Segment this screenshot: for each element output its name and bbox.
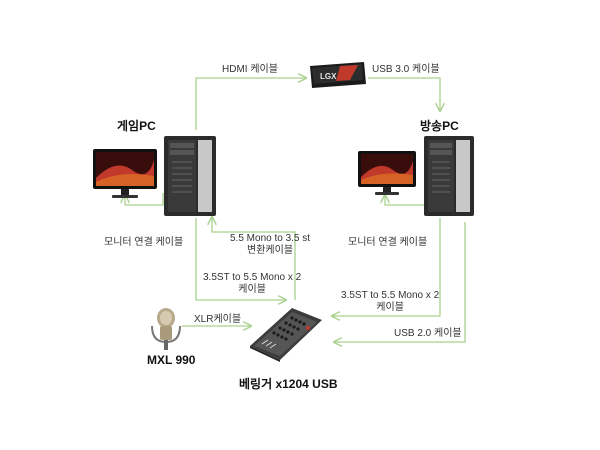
audio-mixer xyxy=(246,306,324,362)
mono-to-st-label: 5.5 Mono to 3.5 st 변환케이블 xyxy=(230,233,310,257)
mono-to-st-line2: 변환케이블 xyxy=(247,245,294,256)
st-to-mono-right-label: 3.5ST to 5.5 Mono x 2 케이블 xyxy=(341,290,439,314)
usb3-cable-label: USB 3.0 케이블 xyxy=(372,64,440,75)
gaming-pc-label: 게임PC xyxy=(117,119,156,133)
gaming-pc-tower xyxy=(164,136,216,216)
mixer-label: 베링거 x1204 USB xyxy=(239,377,338,391)
st-to-mono-left-line xyxy=(195,218,285,300)
gaming-monitor xyxy=(92,148,158,200)
st-to-mono-right-line1: 3.5ST to 5.5 Mono x 2 xyxy=(341,290,440,301)
hdmi-cable-label: HDMI 케이블 xyxy=(222,64,278,75)
st-to-mono-left-line1: 3.5ST to 5.5 Mono x 2 xyxy=(203,272,302,283)
monitor-cable-right-label: 모니터 연결 케이블 xyxy=(348,237,428,248)
capture-logo: LGX xyxy=(320,72,337,81)
hdmi-line xyxy=(195,78,305,130)
mic-label: MXL 990 xyxy=(147,353,196,367)
st-to-mono-left-label: 3.5ST to 5.5 Mono x 2 케이블 xyxy=(203,272,301,296)
monitor-cable-left-label: 모니터 연결 케이블 xyxy=(104,237,184,248)
mono-to-st-line xyxy=(212,218,296,300)
usb2-line xyxy=(335,222,466,342)
usb3-line xyxy=(368,77,440,110)
st-to-mono-right-line xyxy=(333,218,441,316)
capture-card: LGX xyxy=(306,58,368,92)
st-to-mono-left-line2: 케이블 xyxy=(238,284,266,295)
mono-to-st-line1: 5.5 Mono to 3.5 st xyxy=(230,233,311,244)
microphone xyxy=(148,306,184,352)
monitor-cable-left-line xyxy=(125,193,164,206)
st-to-mono-right-line2: 케이블 xyxy=(376,302,404,313)
xlr-cable-label: XLR케이블 xyxy=(194,314,242,325)
broadcast-pc-tower xyxy=(424,136,474,216)
broadcast-pc-label: 방송PC xyxy=(420,119,459,133)
broadcast-monitor xyxy=(357,150,417,198)
usb2-cable-label: USB 2.0 케이블 xyxy=(394,328,462,339)
